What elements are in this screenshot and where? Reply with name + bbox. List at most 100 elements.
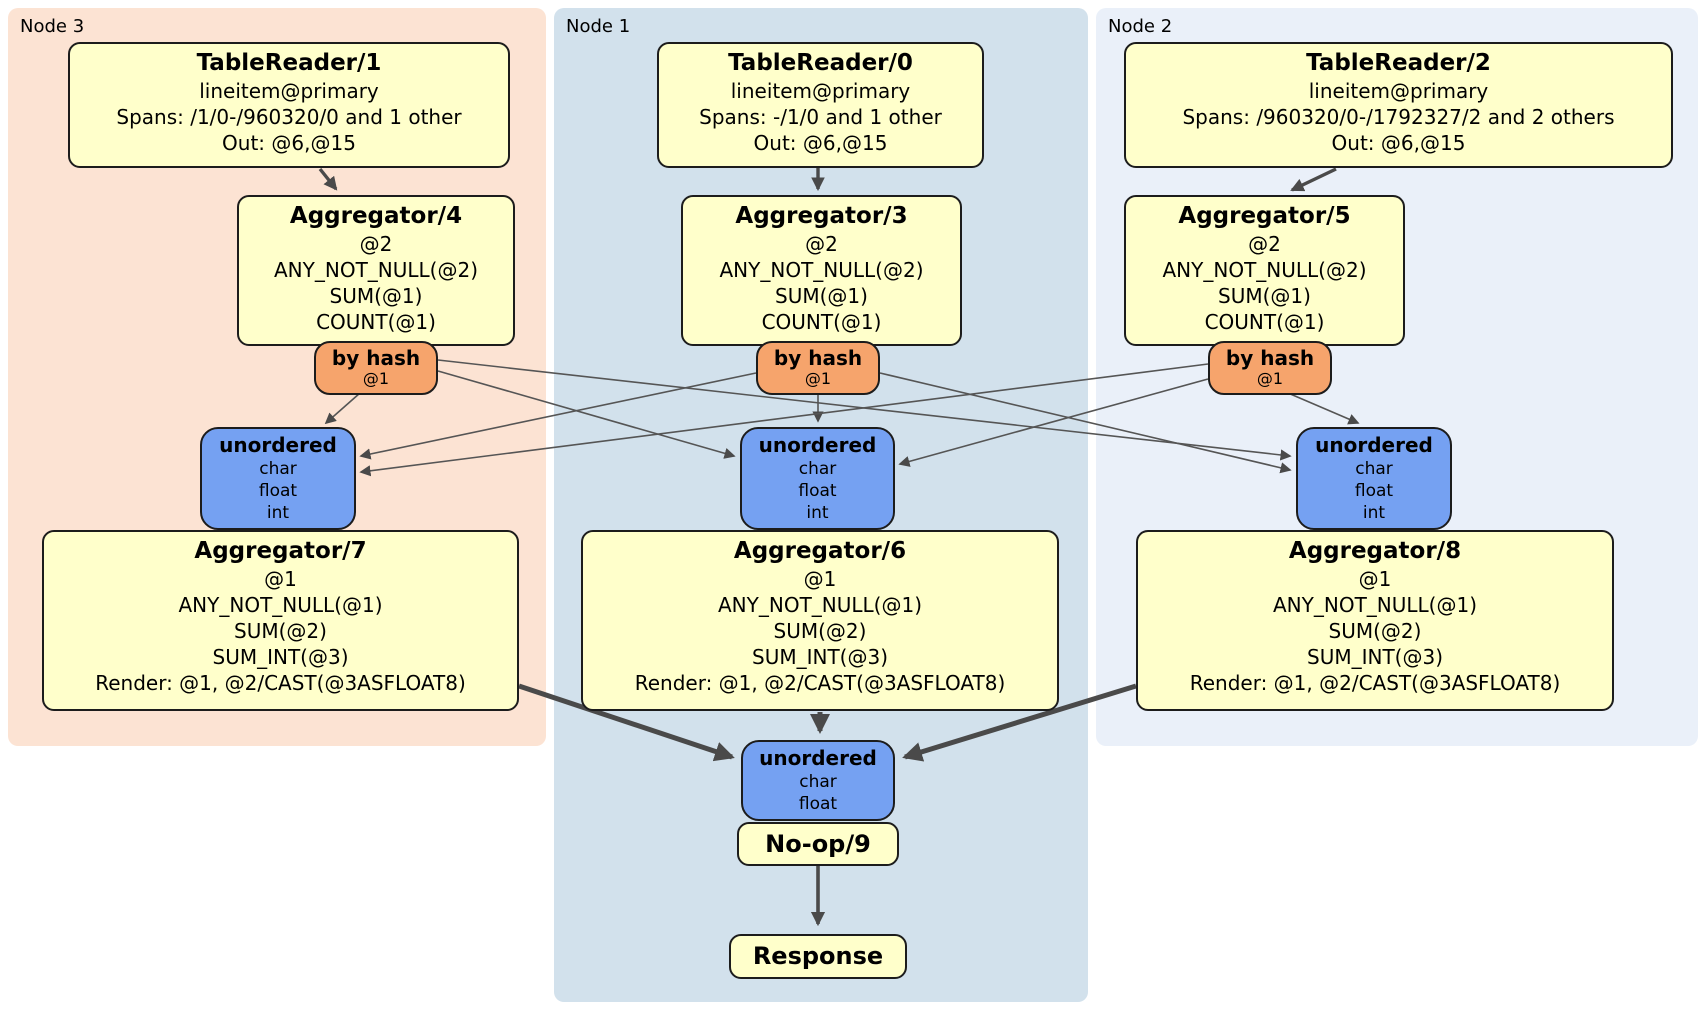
edge-hash1-un2 <box>879 372 1292 474</box>
processor-title: Aggregator/7 <box>194 538 367 564</box>
processor-line: SUM(@2) <box>234 619 327 643</box>
processor-line: Out: @6,@15 <box>222 131 356 155</box>
processor-line: ANY_NOT_NULL(@2) <box>274 258 478 282</box>
processor-line: SUM(@1) <box>1218 284 1311 308</box>
edge-agg8-unfinal <box>902 683 1137 762</box>
router-by-hash-node1: by hash @1 <box>756 341 880 395</box>
processor-line: SUM(@2) <box>1328 619 1422 643</box>
sync-type: float <box>798 481 837 501</box>
processor-title: TableReader/0 <box>728 50 913 76</box>
processor-tablereader-2: TableReader/2 lineitem@primary Spans: /9… <box>1124 42 1673 168</box>
processor-title: Aggregator/8 <box>1288 538 1462 564</box>
processor-title: TableReader/1 <box>196 50 382 76</box>
processor-line: Render: @1, @2/CAST(@3ASFLOAT8) <box>634 671 1006 695</box>
edge-tr1-agg4 <box>318 167 338 191</box>
sync-label: unordered <box>758 433 877 457</box>
router-key: @1 <box>1256 369 1284 388</box>
sync-label: unordered <box>1315 433 1433 457</box>
edge-hash1-un3 <box>359 372 757 460</box>
sync-type: char <box>1355 459 1393 479</box>
router-key: @1 <box>804 369 832 388</box>
edge-hash3-un3 <box>324 392 361 425</box>
processor-line: COUNT(@1) <box>1204 310 1325 334</box>
sync-label: unordered <box>219 433 337 457</box>
processor-line: Spans: /960320/0-/1792327/2 and 2 others <box>1182 105 1615 129</box>
sync-type: float <box>798 794 838 814</box>
sync-unordered-node1: unordered char float int <box>740 427 895 530</box>
processor-title: No-op/9 <box>765 830 871 858</box>
edge-hash2-un2 <box>1287 392 1360 425</box>
sync-type: char <box>799 772 837 792</box>
processor-line: Spans: /1/0-/960320/0 and 1 other <box>116 105 462 129</box>
processor-title: Aggregator/5 <box>1178 203 1351 229</box>
processor-title: TableReader/2 <box>1306 50 1491 76</box>
router-key: @1 <box>362 369 390 388</box>
processor-title: Aggregator/4 <box>289 203 463 229</box>
processor-line: COUNT(@1) <box>316 310 436 334</box>
region-label-node1: Node 1 <box>566 16 631 37</box>
processor-aggregator-6: Aggregator/6 @1 ANY_NOT_NULL(@1) SUM(@2)… <box>581 530 1059 711</box>
processor-line: ANY_NOT_NULL(@1) <box>1273 593 1477 617</box>
router-label: by hash <box>331 346 421 370</box>
sync-type: float <box>258 481 298 501</box>
sync-unordered-node3: unordered char float int <box>200 427 356 530</box>
router-label: by hash <box>773 346 863 370</box>
processor-line: SUM_INT(@3) <box>212 645 349 669</box>
router-by-hash-node3: by hash @1 <box>314 341 438 395</box>
sync-type: int <box>1362 503 1386 523</box>
processor-line: @2 <box>359 232 393 256</box>
processor-noop-9: No-op/9 <box>737 822 899 866</box>
processor-line: SUM_INT(@3) <box>752 645 888 669</box>
processor-line: Out: @6,@15 <box>753 131 888 155</box>
processor-aggregator-4: Aggregator/4 @2 ANY_NOT_NULL(@2) SUM(@1)… <box>237 195 515 346</box>
processor-line: Spans: -/1/0 and 1 other <box>699 105 942 129</box>
sync-type: int <box>266 503 290 523</box>
processor-aggregator-8: Aggregator/8 @1 ANY_NOT_NULL(@1) SUM(@2)… <box>1136 530 1614 711</box>
edge-tr2-agg5 <box>1290 167 1337 192</box>
processor-line: COUNT(@1) <box>761 310 882 334</box>
processor-line: Render: @1, @2/CAST(@3ASFLOAT8) <box>95 671 466 695</box>
sync-label: unordered <box>759 746 877 770</box>
processor-aggregator-7: Aggregator/7 @1 ANY_NOT_NULL(@1) SUM(@2)… <box>42 530 519 711</box>
processor-line: lineitem@primary <box>730 79 911 103</box>
processor-aggregator-3: Aggregator/3 @2 ANY_NOT_NULL(@2) SUM(@1)… <box>681 195 962 346</box>
region-label-node2: Node 2 <box>1108 16 1173 37</box>
processor-line: Render: @1, @2/CAST(@3ASFLOAT8) <box>1189 671 1561 695</box>
processor-line: lineitem@primary <box>1308 79 1489 103</box>
edge-hash2-un1 <box>898 378 1209 467</box>
processor-line: SUM(@2) <box>773 619 867 643</box>
processor-line: Out: @6,@15 <box>1331 131 1466 155</box>
processor-line: ANY_NOT_NULL(@2) <box>719 258 924 282</box>
sync-type: char <box>798 459 837 479</box>
sync-unordered-final: unordered char float <box>741 740 895 821</box>
processor-line: @1 <box>264 567 297 591</box>
processor-title: Aggregator/3 <box>735 203 908 229</box>
processor-line: lineitem@primary <box>199 79 379 103</box>
router-by-hash-node2: by hash @1 <box>1208 341 1332 395</box>
processor-line: SUM(@1) <box>775 284 868 308</box>
processor-tablereader-1: TableReader/1 lineitem@primary Spans: /1… <box>68 42 510 168</box>
edge-hash2-un3 <box>359 363 1209 477</box>
router-label: by hash <box>1225 346 1315 370</box>
edge-hash3-un1 <box>437 370 736 459</box>
processor-tablereader-0: TableReader/0 lineitem@primary Spans: -/… <box>657 42 984 168</box>
processor-response: Response <box>729 934 907 979</box>
sync-type: char <box>259 459 297 479</box>
processor-line: ANY_NOT_NULL(@1) <box>178 593 383 617</box>
processor-line: SUM_INT(@3) <box>1307 645 1443 669</box>
processor-line: ANY_NOT_NULL(@2) <box>1162 258 1367 282</box>
processor-line: ANY_NOT_NULL(@1) <box>718 593 922 617</box>
processor-aggregator-5: Aggregator/5 @2 ANY_NOT_NULL(@2) SUM(@1)… <box>1124 195 1405 346</box>
sync-type: float <box>1354 481 1394 501</box>
sync-type: int <box>806 503 829 523</box>
processor-line: @2 <box>805 232 838 256</box>
processor-line: @1 <box>1358 567 1392 591</box>
edge-agg7-unfinal <box>518 683 735 762</box>
processor-title: Aggregator/6 <box>733 538 907 564</box>
processor-line: SUM(@1) <box>329 284 423 308</box>
processor-line: @1 <box>803 567 837 591</box>
sync-unordered-node2: unordered char float int <box>1296 427 1452 530</box>
processor-title: Response <box>752 942 884 970</box>
